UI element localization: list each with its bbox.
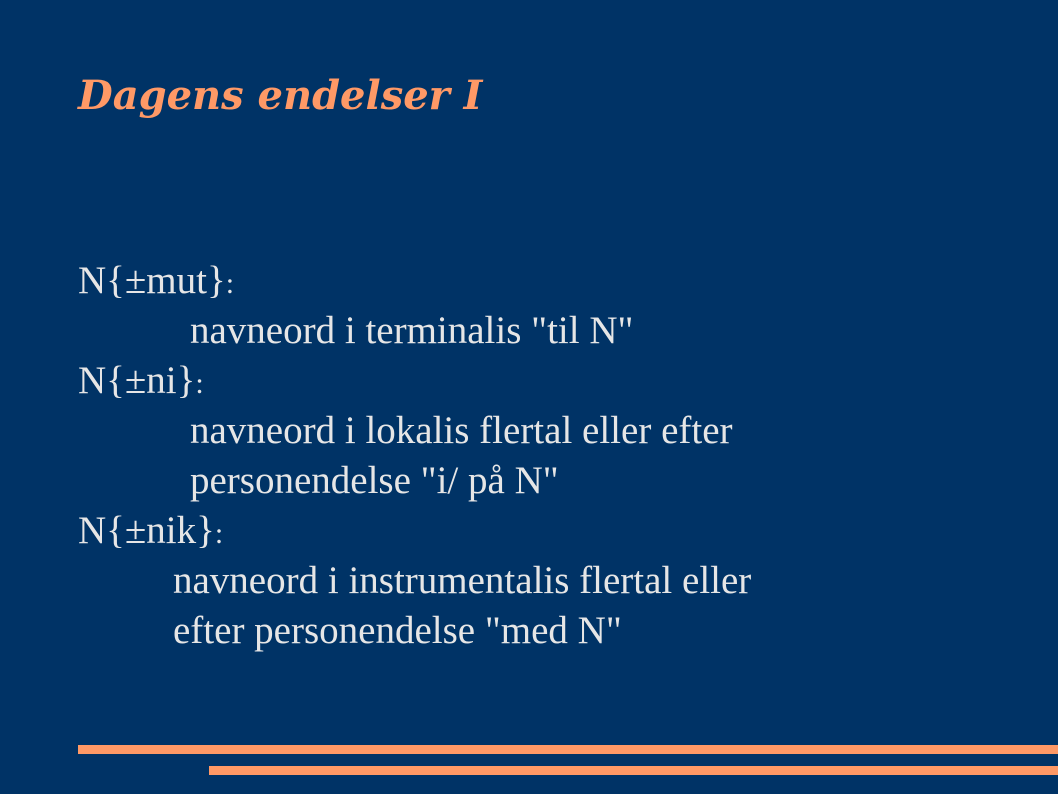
- term-label: N{±mut}: [78, 259, 226, 302]
- entry-term-nik: N{±nik}:: [78, 506, 751, 556]
- entry-description-line: navneord i terminalis "til N": [190, 309, 634, 352]
- entry-description-line: personendelse "i/ på N": [190, 459, 559, 502]
- term-colon: :: [225, 267, 235, 300]
- slide-body: N{±mut}: navneord i terminalis "til N" N…: [78, 256, 751, 656]
- entry-term-ni: N{±ni}:: [78, 356, 751, 406]
- slide-title: Dagens endelser I: [78, 72, 483, 119]
- term-colon: :: [195, 367, 204, 400]
- entry-term-mut: N{±mut}:: [78, 256, 751, 306]
- decorative-rule-bottom: [209, 766, 1058, 775]
- term-label: N{±ni}: [78, 359, 196, 402]
- entry-description-line: efter personendelse "med N": [173, 609, 622, 652]
- term-colon: :: [214, 517, 224, 550]
- entry-description-line: navneord i instrumentalis flertal eller: [173, 559, 752, 602]
- entry-description-line: navneord i lokalis flertal eller efter: [190, 409, 733, 452]
- term-label: N{±nik}: [78, 509, 215, 552]
- decorative-rule-top: [78, 745, 1058, 754]
